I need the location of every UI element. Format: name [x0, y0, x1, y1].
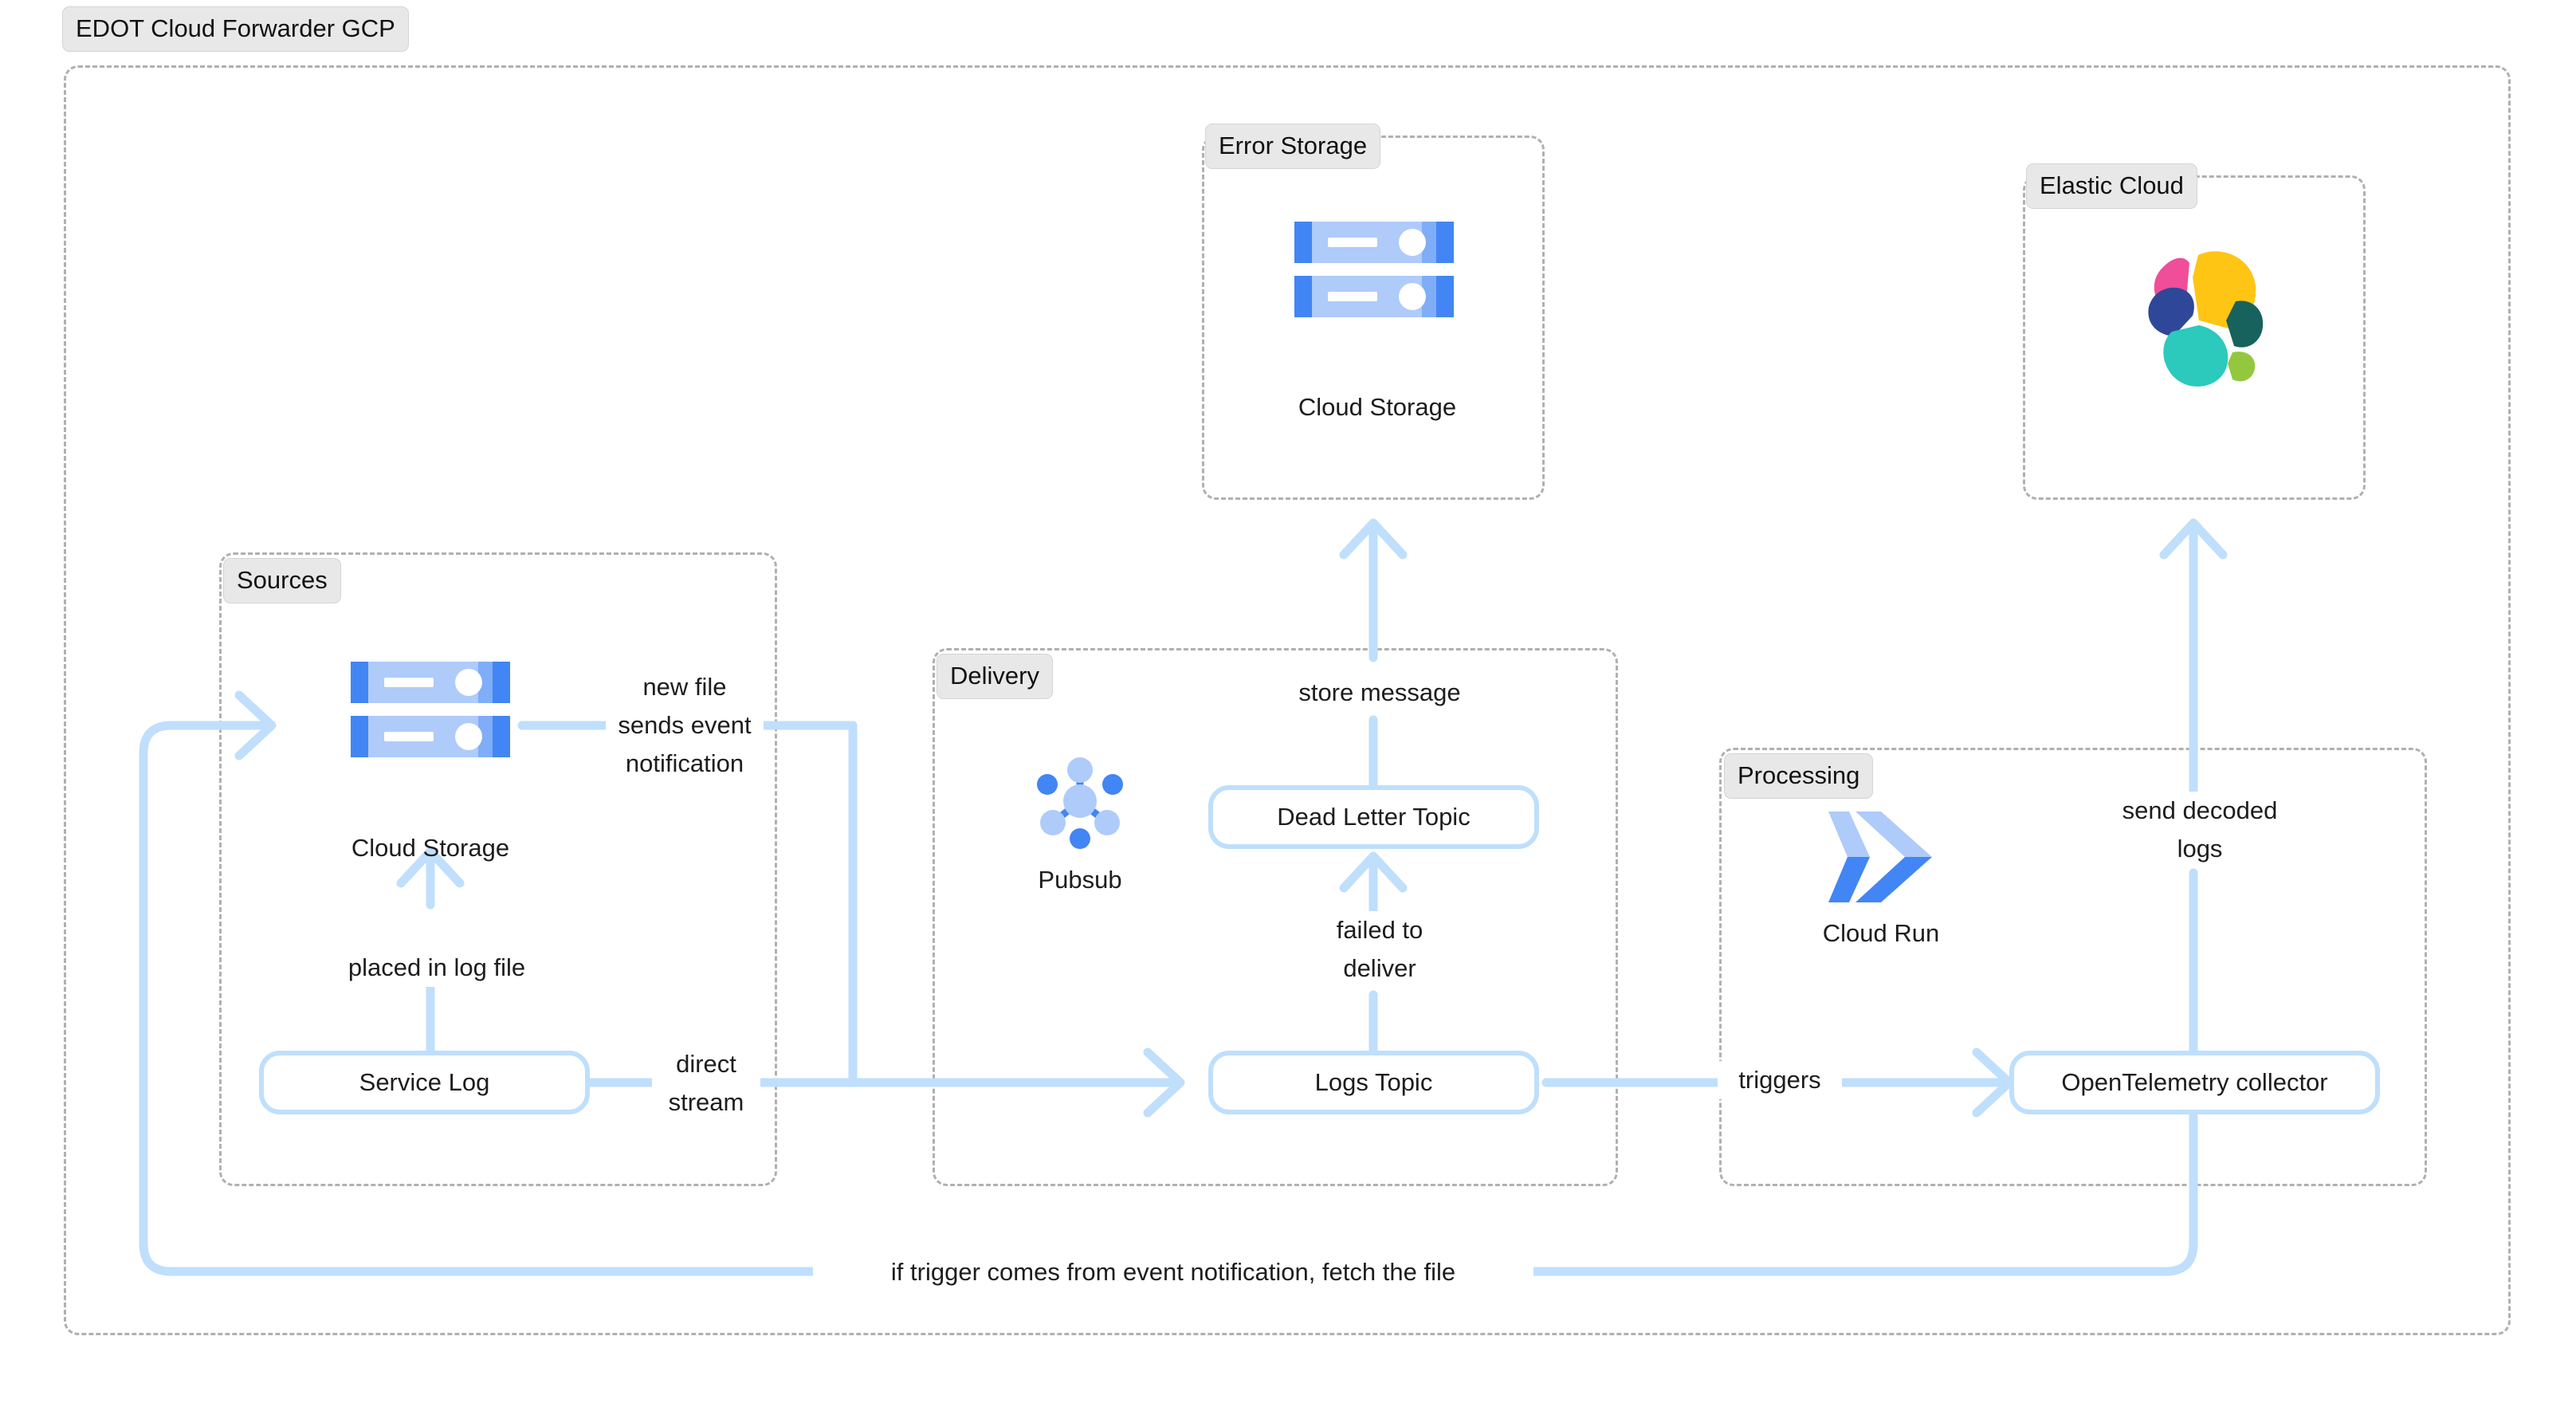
cloud-run-label: Cloud Run	[1822, 919, 1940, 947]
group-edot-cloud-forwarder-gcp	[64, 65, 2511, 1335]
gcp-cloud-storage-icon-error	[1294, 222, 1454, 317]
group-label-processing: Processing	[1724, 753, 1874, 799]
node-logs-topic[interactable]: Logs Topic	[1208, 1051, 1539, 1114]
edge-label-direct-stream: direct stream	[652, 1045, 760, 1122]
group-label-sources: Sources	[223, 558, 341, 603]
edge-label-placed-in-log-file: placed in log file	[299, 949, 575, 988]
error-cloud-storage-label: Cloud Storage	[1298, 393, 1457, 421]
elastic-logo-icon	[2116, 231, 2276, 391]
node-logs-topic-label: Logs Topic	[1314, 1068, 1433, 1096]
edge-label-fetch-file: if trigger comes from event notification…	[813, 1253, 1533, 1292]
gcp-cloud-storage-icon-sources	[351, 662, 510, 757]
pubsub-label: Pubsub	[1038, 866, 1122, 894]
group-label-delivery: Delivery	[937, 654, 1053, 699]
group-label-edot-cloud-forwarder-gcp: EDOT Cloud Forwarder GCP	[62, 6, 409, 52]
edge-label-failed-to-deliver: failed to deliver	[1286, 911, 1474, 988]
node-service-log[interactable]: Service Log	[259, 1051, 590, 1114]
group-label-error-storage: Error Storage	[1205, 124, 1381, 169]
node-dead-letter-topic-label: Dead Letter Topic	[1277, 803, 1471, 831]
node-service-log-label: Service Log	[359, 1068, 490, 1096]
node-dead-letter-topic[interactable]: Dead Letter Topic	[1208, 785, 1539, 849]
edge-label-triggers: triggers	[1718, 1061, 1842, 1100]
edge-label-store-message: store message	[1254, 674, 1506, 713]
edge-label-new-file-event: new file sends event notification	[606, 668, 764, 784]
node-otel-collector[interactable]: OpenTelemetry collector	[2009, 1051, 2380, 1114]
edge-label-send-decoded-logs: send decoded logs	[2098, 792, 2302, 869]
gcp-cloud-run-icon	[1825, 805, 1937, 909]
gcp-pubsub-icon	[1028, 749, 1132, 853]
sources-cloud-storage-label: Cloud Storage	[351, 834, 510, 862]
group-error-storage	[1202, 136, 1545, 500]
group-label-elastic-cloud: Elastic Cloud	[2026, 163, 2197, 209]
group-delivery	[933, 648, 1618, 1186]
node-otel-collector-label: OpenTelemetry collector	[2061, 1068, 2328, 1096]
